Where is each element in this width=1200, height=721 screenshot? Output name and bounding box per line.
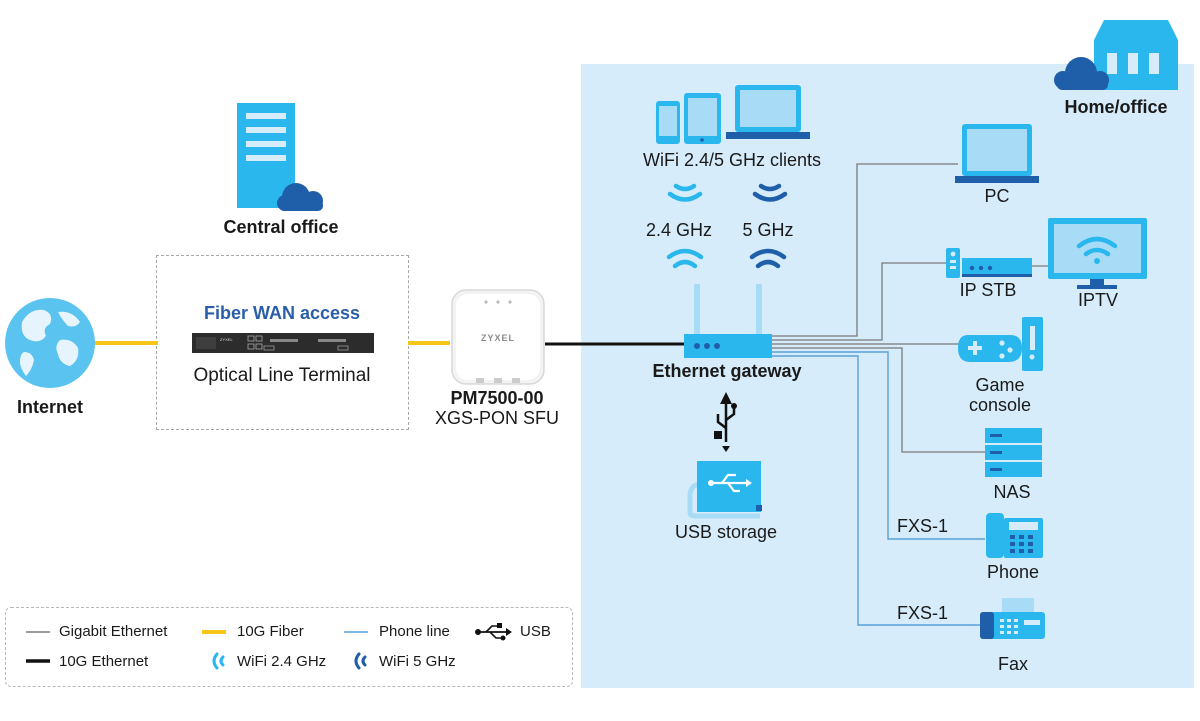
wifi-5-signal-up-icon <box>752 183 788 202</box>
usb-storage-label: USB storage <box>674 522 778 542</box>
legend-wifi-24: WiFi 2.4 GHz <box>237 653 327 670</box>
sfu-device-icon: ZYXEL <box>451 289 545 385</box>
pc-label: PC <box>984 186 1010 206</box>
band-5-label: 5 GHz <box>742 220 794 240</box>
game-console-icon <box>958 317 1043 371</box>
fax-label: Fax <box>997 654 1029 674</box>
wifi-24-signal-router-icon <box>666 248 704 269</box>
iptv-label: IPTV <box>1077 290 1119 310</box>
game-console-label-1: Game <box>975 375 1025 395</box>
wifi-24-signal-up-icon <box>667 183 703 202</box>
game-console-label-2: console <box>968 395 1032 415</box>
wifi-clients-icon <box>656 85 810 144</box>
usb-storage-icon <box>687 461 762 519</box>
legend-10g-fiber: 10G Fiber <box>237 623 304 640</box>
legend-usb-icon <box>475 623 512 641</box>
legend-usb-text: USB <box>520 623 551 640</box>
phone-icon <box>986 513 1043 558</box>
pc-laptop-icon <box>955 124 1039 183</box>
wifi-5-signal-router-icon <box>749 248 787 269</box>
fxs1-phone-label: FXS-1 <box>897 516 949 536</box>
olt-brand-text: ZYXEL <box>220 337 233 342</box>
home-cloud-icon <box>1054 57 1109 90</box>
legend-10g-ethernet: 10G Ethernet <box>59 653 149 670</box>
ethernet-gateway-icon <box>684 284 772 358</box>
olt-device-icon: ZYXEL <box>192 333 374 353</box>
legend-wifi24-icon <box>212 652 225 670</box>
iptv-tv-icon <box>1048 218 1147 289</box>
device-type-label: XGS-PON SFU <box>434 408 560 428</box>
fiber-wan-label: Fiber WAN access <box>203 303 361 323</box>
gigabit-link-stb <box>772 262 946 341</box>
fax-icon <box>980 598 1045 639</box>
ip-stb-icon <box>946 248 1032 278</box>
usb-symbol-icon <box>714 392 737 452</box>
olt-label: Optical Line Terminal <box>193 365 371 386</box>
central-office-label: Central office <box>223 217 339 237</box>
legend-gigabit-ethernet: Gigabit Ethernet <box>59 623 168 640</box>
fxs1-fax-label: FXS-1 <box>897 603 949 623</box>
legend-wifi-5: WiFi 5 GHz <box>379 653 456 670</box>
phone-line-phone <box>772 351 985 540</box>
central-office-server-icon <box>237 103 323 211</box>
gigabit-link-nas <box>772 347 985 453</box>
nas-label: NAS <box>993 482 1031 502</box>
home-office-label: Home/office <box>1064 97 1168 117</box>
globe-icon <box>5 298 95 388</box>
wifi-clients-label: WiFi 2.4/5 GHz clients <box>642 150 822 170</box>
cloud-icon <box>277 183 323 211</box>
internet-label: Internet <box>16 397 84 417</box>
band-24-label: 2.4 GHz <box>645 220 713 240</box>
gateway-label: Ethernet gateway <box>652 361 802 381</box>
device-model-label: PM7500-00 <box>450 388 544 408</box>
nas-storage-icon <box>985 428 1042 477</box>
gigabit-link-pc <box>772 163 958 337</box>
home-office-house-icon <box>1054 20 1178 90</box>
connections <box>92 163 1050 626</box>
legend-wifi5-icon <box>354 652 367 670</box>
phone-line-fax <box>772 355 982 626</box>
phone-label: Phone <box>986 562 1040 582</box>
ip-stb-label: IP STB <box>959 280 1017 300</box>
sfu-brand-text: ZYXEL <box>481 333 515 343</box>
legend-phone-line-text: Phone line <box>379 623 450 640</box>
legend <box>5 607 573 687</box>
legend-symbols <box>26 623 512 670</box>
